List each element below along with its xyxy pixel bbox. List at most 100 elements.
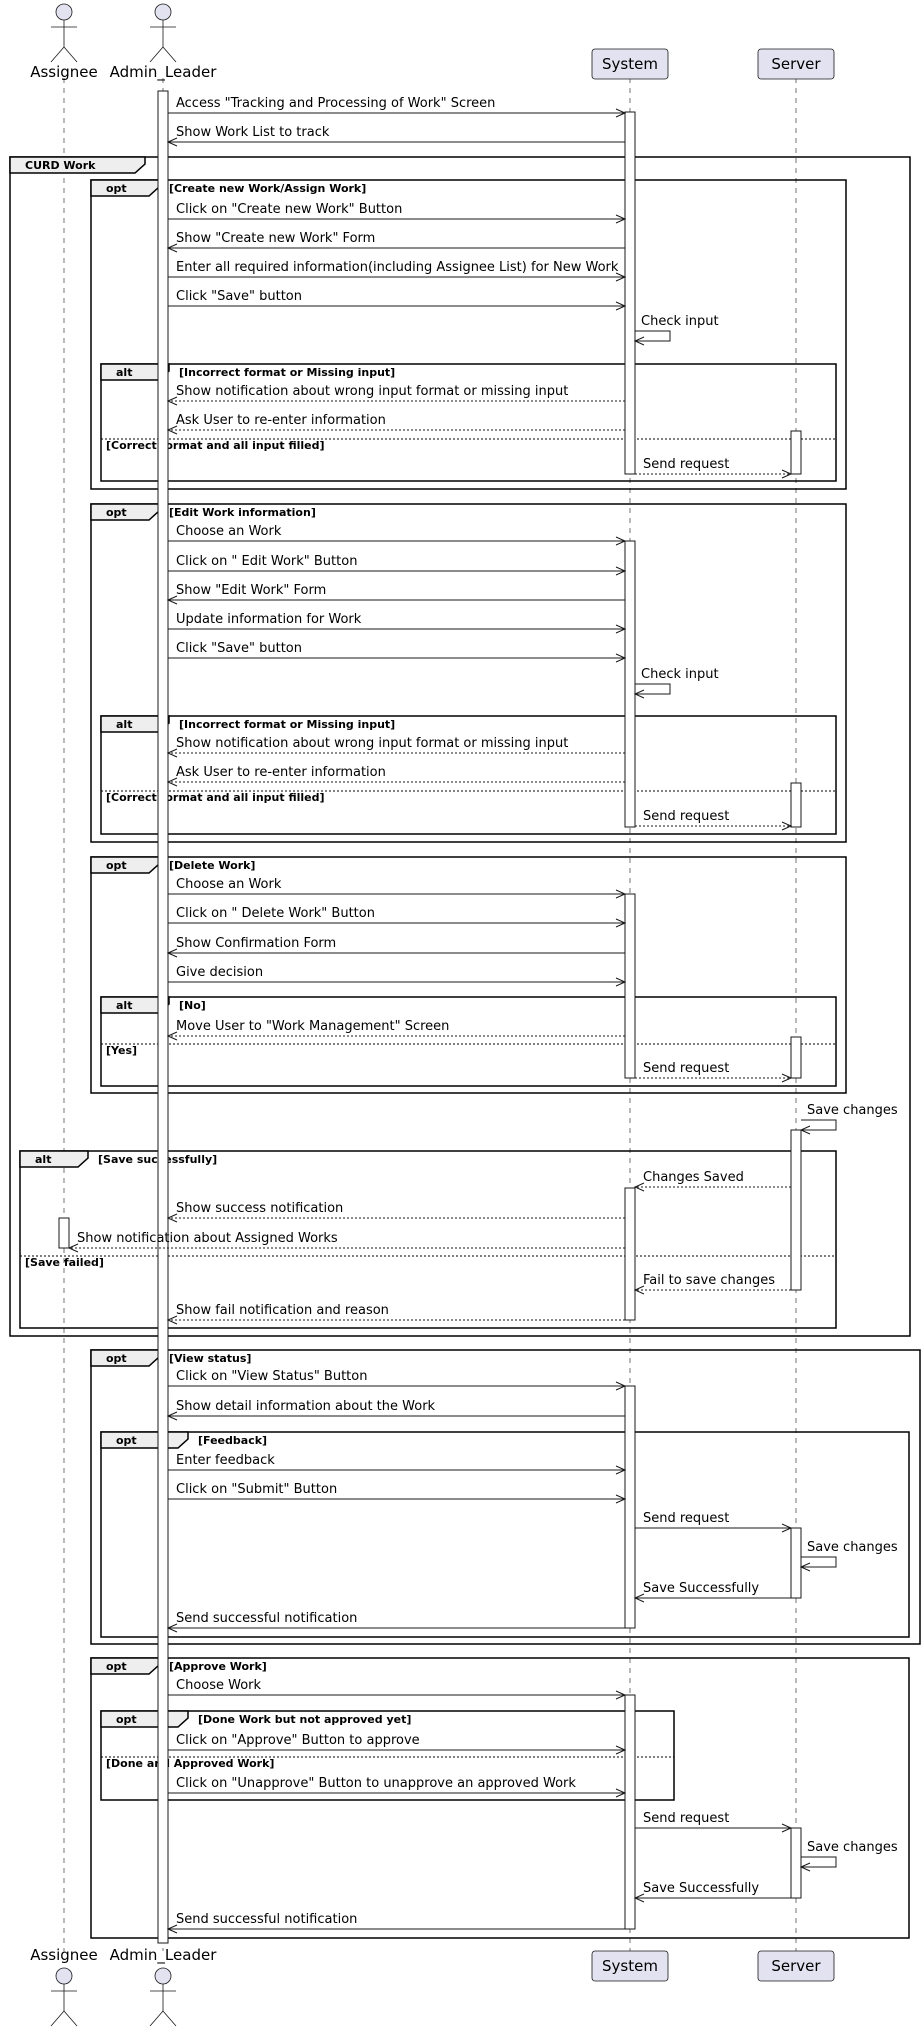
- message-line: [635, 330, 671, 342]
- arrow-head: [615, 272, 627, 282]
- message-line: [635, 683, 671, 695]
- group-frame-border: [100, 996, 837, 1087]
- message-label: Show notification about Assigned Works: [77, 1231, 338, 1246]
- arrow-head: [615, 1690, 627, 1700]
- group-title: opt: [106, 859, 127, 872]
- group-title-tab: [100, 1710, 189, 1728]
- message-label: Click on "Create new Work" Button: [176, 202, 402, 217]
- message-admin-to-system: Click on " Edit Work" Button: [168, 554, 627, 576]
- message-label: Send request: [643, 457, 729, 472]
- arrow-head: [166, 396, 178, 406]
- message-server-to-system: Save Successfully: [633, 1581, 791, 1603]
- message-label: Choose an Work: [176, 877, 282, 892]
- participant-label: Assignee: [30, 63, 98, 81]
- message-label: Update information for Work: [176, 612, 362, 627]
- activation-bar-server: [790, 1129, 802, 1291]
- message-admin-to-system: Choose an Work: [168, 524, 627, 546]
- message-admin-to-system: Click "Save" button: [168, 289, 627, 311]
- message-server-to-system: Changes Saved: [633, 1170, 791, 1192]
- message-label: Save Successfully: [643, 1881, 759, 1896]
- actor-leg: [50, 46, 65, 63]
- message-admin-to-system: Access "Tracking and Processing of Work"…: [168, 96, 627, 118]
- group-title-tab: [9, 156, 146, 174]
- arrow-head: [633, 1182, 645, 1192]
- arrow-head: [633, 1593, 645, 1603]
- arrow-head: [166, 1315, 178, 1325]
- message-line: [801, 1856, 837, 1868]
- arrow-head: [615, 624, 627, 634]
- arrow-head: [166, 777, 178, 787]
- else-label: [Save failed]: [25, 1256, 104, 1269]
- activation-bar-system: [624, 111, 636, 475]
- arrow-head: [615, 108, 627, 118]
- arrow-head: [166, 1213, 178, 1223]
- message-server-to-server: Save changes: [799, 1540, 898, 1572]
- participant-label: System: [602, 1957, 658, 1975]
- message-label: Send successful notification: [176, 1912, 357, 1927]
- group-frame-border: [100, 363, 837, 482]
- message-admin-to-system: Click on "Approve" Button to approve: [168, 1733, 627, 1755]
- message-label: Enter feedback: [176, 1453, 275, 1468]
- participant-label: Admin_Leader: [110, 63, 218, 82]
- arrow-head: [67, 1243, 79, 1253]
- activation-bar-system: [624, 1694, 636, 1930]
- message-label: Click on "Approve" Button to approve: [176, 1733, 420, 1748]
- group-title-tab: [90, 856, 160, 874]
- arrow-head: [615, 1381, 627, 1391]
- group-frame-opt_edit: opt[Edit Work information]: [90, 503, 847, 843]
- group-condition: [No]: [179, 999, 206, 1012]
- messages: Access "Tracking and Processing of Work"…: [67, 96, 898, 1934]
- group-title: alt: [116, 366, 132, 379]
- participant-system-head: System: [591, 48, 669, 80]
- group-frame-border: [9, 156, 911, 1337]
- message-server-to-system: Fail to save changes: [633, 1273, 791, 1295]
- actor-icon: [154, 1967, 172, 1985]
- group-condition: [Create new Work/Assign Work]: [169, 182, 366, 195]
- message-system-to-admin: Show notification about wrong input form…: [166, 384, 625, 406]
- message-system-to-admin: Show Work List to track: [166, 125, 625, 147]
- group-title: opt: [116, 1434, 137, 1447]
- arrow-head: [615, 1494, 627, 1504]
- activation-bar-system: [624, 540, 636, 828]
- message-label: Fail to save changes: [643, 1273, 775, 1288]
- arrow-head: [615, 536, 627, 546]
- group-frame-border: [90, 179, 847, 490]
- message-admin-to-system: Give decision: [168, 965, 627, 987]
- group-title: opt: [116, 1713, 137, 1726]
- activation-bar-system: [624, 893, 636, 1079]
- message-label: Show "Create new Work" Form: [176, 231, 375, 246]
- participant-box: [757, 48, 835, 80]
- message-label: Send request: [643, 1061, 729, 1076]
- arrow-head: [781, 1523, 793, 1533]
- message-system-to-admin: Show fail notification and reason: [166, 1303, 625, 1325]
- activation-bar-system: [624, 1385, 636, 1629]
- arrow-head: [781, 1073, 793, 1083]
- message-label: Show Confirmation Form: [176, 936, 336, 951]
- message-label: Send successful notification: [176, 1611, 357, 1626]
- message-label: Click on "Submit" Button: [176, 1482, 337, 1497]
- message-system-to-admin: Show notification about wrong input form…: [166, 736, 625, 758]
- actor-leg: [149, 2010, 164, 2027]
- message-label: Access "Tracking and Processing of Work"…: [176, 96, 495, 111]
- group-frame-border: [100, 1431, 910, 1638]
- participant-label: Admin_Leader: [110, 1946, 218, 1965]
- message-label: Show "Edit Work" Form: [176, 583, 326, 598]
- message-admin-to-system: Enter all required information(including…: [168, 260, 627, 282]
- group-frame-curd: CURD Work: [9, 156, 911, 1337]
- group-frame-opt_view: opt[View status]: [90, 1349, 921, 1645]
- message-system-to-system: Check input: [633, 314, 719, 346]
- message-label: Send request: [643, 1811, 729, 1826]
- message-label: Show notification about wrong input form…: [176, 384, 568, 399]
- group-frame-border: [90, 503, 847, 843]
- group-condition: [Edit Work information]: [169, 506, 316, 519]
- message-admin-to-system: Click on " Delete Work" Button: [168, 906, 627, 928]
- participant-label: Assignee: [30, 1946, 98, 1964]
- arrow-head: [166, 1924, 178, 1934]
- participant-assignee-tail: Assignee: [30, 1946, 98, 2027]
- activations: [58, 90, 802, 1944]
- group-frame-border: [100, 1710, 675, 1801]
- message-admin-to-system: Click on "View Status" Button: [168, 1369, 627, 1391]
- message-label: Click "Save" button: [176, 641, 302, 656]
- activation-bar-server: [790, 1527, 802, 1599]
